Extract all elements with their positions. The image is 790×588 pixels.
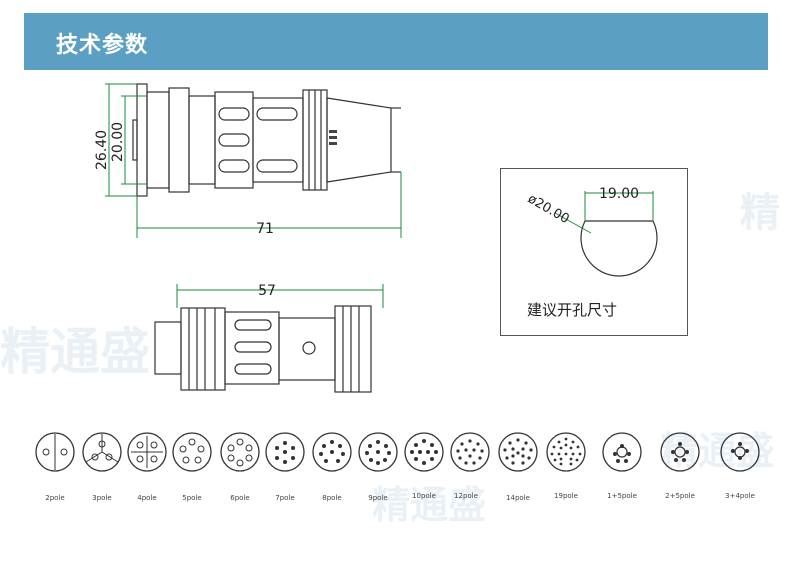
dim-plug-length: 57 bbox=[258, 283, 276, 299]
pin-label-5pole: 5pole bbox=[182, 494, 201, 502]
plug-view-drawing: 57 bbox=[154, 283, 384, 393]
dim-outer-diameter: 26.40 bbox=[95, 130, 110, 170]
pin-label-8pole: 8pole bbox=[322, 494, 341, 502]
dim-inner-diameter: 20.00 bbox=[110, 122, 126, 162]
pin-label-9pole: 9pole bbox=[368, 494, 387, 502]
pin-label-4pole: 4pole bbox=[137, 494, 156, 502]
cutout-drawing: 19.00 ø20.00 bbox=[525, 186, 658, 277]
dim-total-length: 71 bbox=[256, 221, 274, 237]
watermark-left: 精通盛 bbox=[0, 323, 150, 381]
section-title: 技术参数 bbox=[56, 33, 149, 58]
pin-label-7pole: 7pole bbox=[275, 494, 294, 502]
dim-flat-width: 19.00 bbox=[599, 186, 639, 202]
section-header: 技术参数 bbox=[24, 13, 768, 70]
pin-label-10pole: 10pole bbox=[412, 492, 436, 500]
watermark-top-right: 精 bbox=[740, 190, 780, 236]
dim-cutout-diameter: ø20.00 bbox=[525, 191, 572, 227]
pin-label-14pole: 14pole bbox=[506, 494, 530, 502]
pin-layouts-row: 2pole 3pole 4pole 5pole 6pole 7pole 8pol… bbox=[35, 432, 760, 502]
pin-label-6pole: 6pole bbox=[230, 494, 249, 502]
pin-label-12pole: 12pole bbox=[454, 492, 478, 500]
cutout-caption: 建议开孔尺寸 bbox=[527, 301, 618, 319]
connector-side-view-drawing: 26.40 20.00 71 bbox=[95, 83, 402, 238]
pin-label-3pole: 3pole bbox=[92, 494, 111, 502]
panel-cutout-box: 19.00 ø20.00 建议开孔尺寸 bbox=[500, 168, 688, 336]
pin-label-2pole: 2pole bbox=[45, 494, 64, 502]
pin-label-2-5pole: 2+5pole bbox=[665, 492, 695, 500]
pin-label-19pole: 19pole bbox=[554, 492, 578, 500]
pin-label-3-4pole: 3+4pole bbox=[725, 492, 755, 500]
pin-label-1-5pole: 1+5pole bbox=[607, 492, 637, 500]
